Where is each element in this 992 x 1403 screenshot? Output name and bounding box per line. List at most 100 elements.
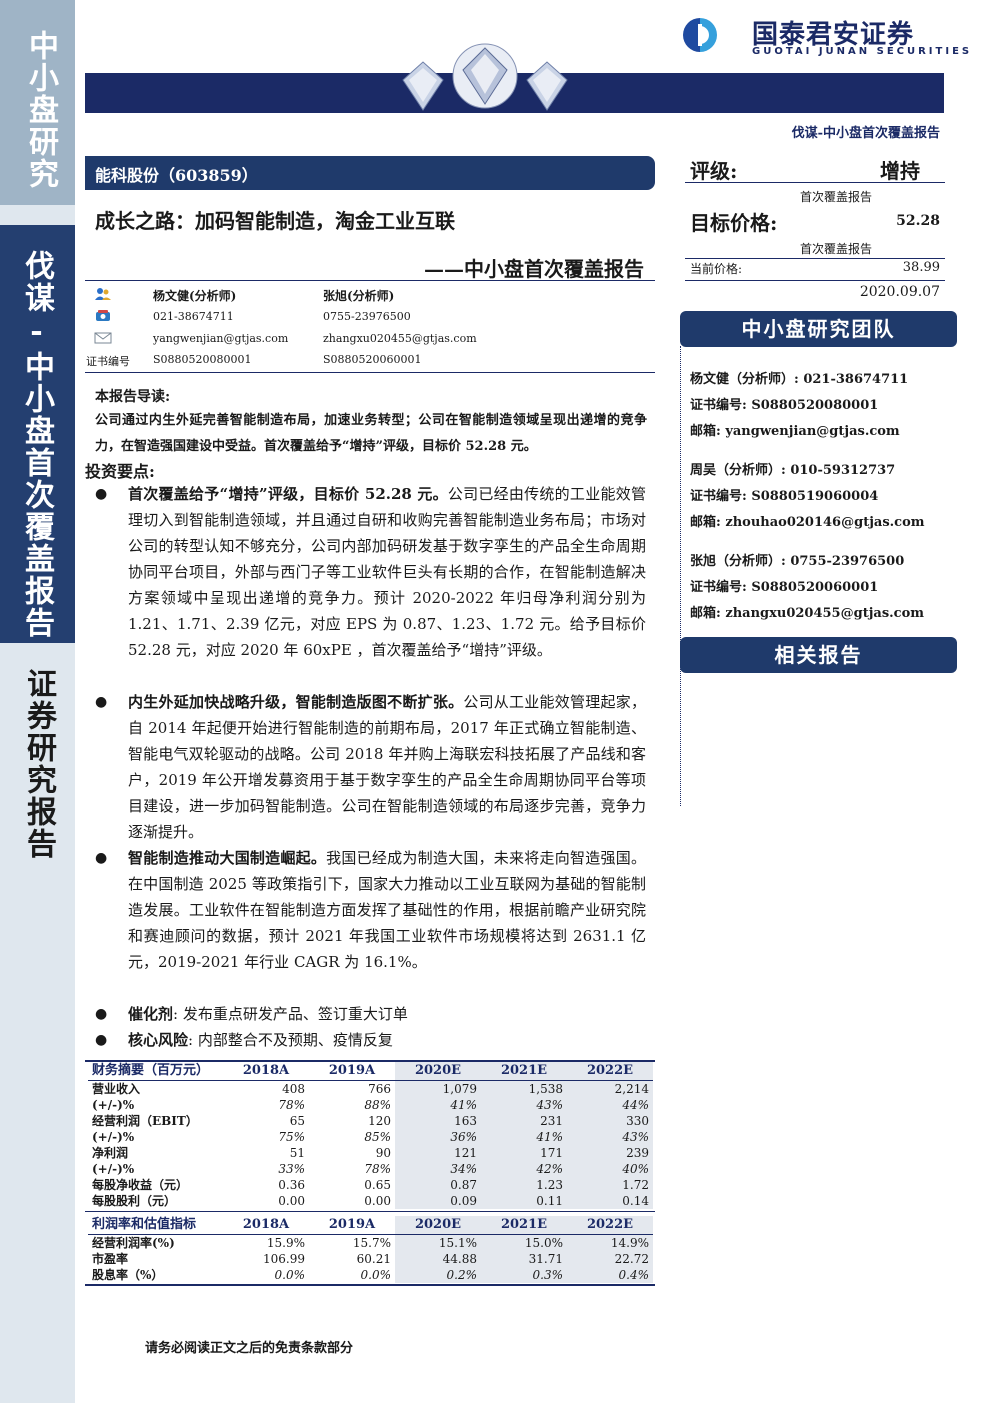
target-price-note: 首次覆盖报告 <box>800 242 873 256</box>
sidebar-section-2 <box>0 225 75 643</box>
table-cell: 43% <box>567 1129 653 1145</box>
invest-point-5: 核心风险: 内部整合不及预期、疫情反复 <box>128 1027 646 1053</box>
table-cell: 22.72 <box>567 1251 653 1267</box>
table-cell: 120 <box>368 1114 391 1128</box>
table-cell: 营业收入 <box>92 1082 141 1096</box>
table-header-cell: 2018A <box>223 1216 309 1235</box>
table-cell: 34% <box>395 1161 481 1177</box>
invest-point-2-bold: 内生外延加快战略升级，智能制造版图不断扩张。 <box>128 693 464 711</box>
analyst-1-email[interactable]: yangwenjian@gtjas.com <box>153 332 289 345</box>
table-cell: 330 <box>567 1113 653 1129</box>
table-cell: 15.7% <box>352 1236 391 1250</box>
report-date: 2020.09.07 <box>859 284 940 300</box>
table-cell: 1,538 <box>481 1080 567 1097</box>
rating-value: 增持 <box>880 159 920 183</box>
divider <box>685 258 945 259</box>
table-cell: 171 <box>481 1145 567 1161</box>
table-cell: 0.3% <box>481 1267 567 1283</box>
table-cell: 75% <box>278 1130 305 1144</box>
analyst-2-name: 张旭(分析师) <box>323 289 395 303</box>
email-icon <box>94 332 112 344</box>
table-cell: 40% <box>567 1161 653 1177</box>
analyst-1-name: 杨文健(分析师) <box>153 289 237 303</box>
invest-point-2-text: 公司从工业能效管理起家，自 2014 年起便开始进行智能制造的前期布局，2017… <box>128 693 646 841</box>
bullet-icon: ● <box>95 486 108 502</box>
table-cell: 60.21 <box>356 1252 391 1266</box>
table-cell: 0.4% <box>567 1267 653 1283</box>
table-cell: 0.11 <box>481 1193 567 1209</box>
team-member-2-email[interactable]: 邮箱: zhouhao020146@gtjas.com <box>690 515 925 530</box>
sidebar-label-1: 中小盘研究 <box>23 30 58 190</box>
table-cell: 15.0% <box>481 1234 567 1251</box>
team-member-2-name: 周吴（分析师）: 010-59312737 <box>690 463 896 478</box>
table-header-cell: 2019A <box>309 1216 395 1235</box>
invest-point-1-text: 公司已经由传统的工业能效管理切入到智能制造领域，并且通过自研和收购完善智能制造业… <box>128 485 646 659</box>
target-price-label: 目标价格: <box>690 211 778 235</box>
team-member-1-email[interactable]: 邮箱: yangwenjian@gtjas.com <box>690 424 900 439</box>
current-price-value: 38.99 <box>902 260 940 275</box>
table-cell: 231 <box>481 1113 567 1129</box>
table-top-rule <box>85 1060 655 1062</box>
current-price-label: 当前价格: <box>690 262 743 276</box>
table-cell: 239 <box>567 1145 653 1161</box>
table-cell: 0.2% <box>395 1267 481 1283</box>
table-cell: 经营利润（EBIT） <box>92 1114 198 1128</box>
table-row: 经营利润率(%)15.9%15.7%15.1%15.0%14.9% <box>88 1234 653 1251</box>
invest-point-4: 催化剂: 发布重点研发产品、签订重大订单 <box>128 1001 646 1027</box>
team-member-3-email[interactable]: 邮箱: zhangxu020455@gtjas.com <box>690 606 925 621</box>
table-header-cell: 财务摘要（百万元） <box>88 1062 223 1081</box>
diamond-icon <box>402 43 568 111</box>
side-dotted-line <box>680 346 681 806</box>
table-cell: (+/-)% <box>92 1098 135 1112</box>
target-price-value: 52.28 <box>896 213 940 229</box>
table-cell: 0.87 <box>395 1177 481 1193</box>
team-member-1-cert: 证书编号: S0880520080001 <box>690 398 879 413</box>
table-bottom-rule <box>85 1284 655 1286</box>
table-header-cell: 2019A <box>309 1062 395 1081</box>
table-cell: 90 <box>375 1146 391 1160</box>
table-cell: 每股净收益（元） <box>92 1178 189 1192</box>
divider <box>85 280 655 281</box>
team-member-3-name: 张旭（分析师）: 0755-23976500 <box>690 554 905 569</box>
table-cell: 0.65 <box>364 1178 391 1192</box>
intro-text: 公司通过内生外延完善智能制造布局，加速业务转型；公司在智能制造领域呈现出递增的竞… <box>95 413 647 454</box>
team-title-bar: 中小盘研究团队 <box>680 311 957 347</box>
table-cell: 88% <box>364 1098 391 1112</box>
divider <box>85 372 655 373</box>
report-subtitle: ——中小盘首次覆盖报告 <box>424 257 644 281</box>
table-cell: 41% <box>481 1129 567 1145</box>
table-header-cell: 2021E <box>481 1216 567 1235</box>
bullet-icon: ● <box>95 1006 108 1022</box>
table-header-row: 利润率和估值指标 2018A 2019A 2020E 2021E 2022E <box>88 1216 653 1235</box>
intro-heading: 本报告导读: <box>95 389 171 405</box>
phone-icon <box>96 310 110 321</box>
table-cell: 44% <box>567 1097 653 1113</box>
table-row: (+/-)%78%88%41%43%44% <box>88 1097 653 1113</box>
table-cell: 2,214 <box>567 1080 653 1097</box>
divider <box>685 182 945 183</box>
table-cell: 股息率（%） <box>92 1268 164 1282</box>
cert-label: 证书编号 <box>86 355 130 368</box>
table-cell: 1.72 <box>567 1177 653 1193</box>
table-cell: 408 <box>282 1082 305 1096</box>
analyst-2-cert: S0880520060001 <box>323 353 422 366</box>
table-cell: 65 <box>289 1114 305 1128</box>
table-header-cell: 2018A <box>223 1062 309 1081</box>
table-cell: 经营利润率(%) <box>92 1236 175 1250</box>
table-cell: 51 <box>289 1146 305 1160</box>
table-cell: 0.0% <box>360 1268 392 1282</box>
company-bar <box>85 156 655 190</box>
table-cell: 1.23 <box>481 1177 567 1193</box>
divider <box>685 280 945 281</box>
report-series: 伐谋-中小盘首次覆盖报告 <box>791 126 940 141</box>
invest-point-2: 内生外延加快战略升级，智能制造版图不断扩张。公司从工业能效管理起家，自 2014… <box>128 689 646 845</box>
analyst-2-email[interactable]: zhangxu020455@gtjas.com <box>323 332 477 345</box>
table-cell: 163 <box>395 1113 481 1129</box>
bullet-icon: ● <box>95 850 108 866</box>
invest-point-4-bold: 催化剂 <box>128 1005 174 1023</box>
gtja-logo-icon <box>683 18 717 52</box>
sidebar-label-2: 伐谋-中小盘首次覆盖报告 <box>19 250 54 639</box>
